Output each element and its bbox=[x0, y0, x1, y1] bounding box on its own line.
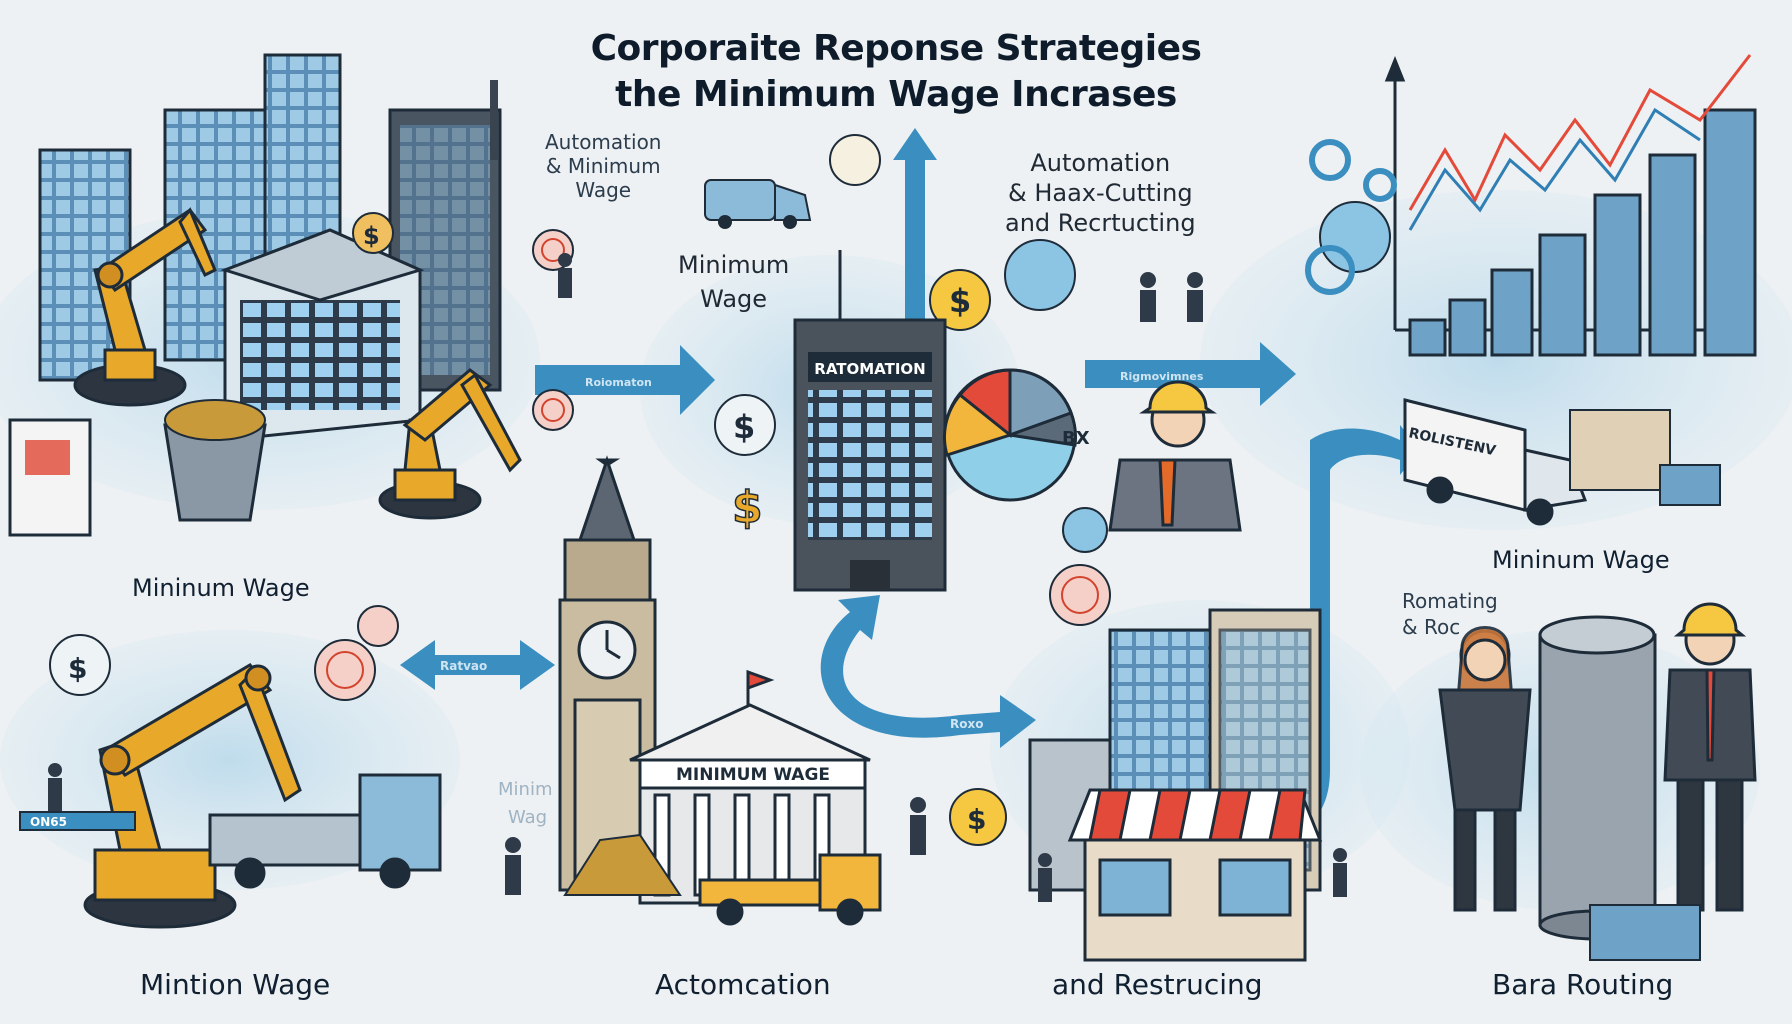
arrow-top-left-label: Roiomaton bbox=[585, 376, 652, 389]
city-buildings-top-left bbox=[38, 53, 502, 442]
arrow-mid-left-label: Ratvao bbox=[440, 659, 487, 673]
label-line: & Haax-Cutting bbox=[1007, 179, 1193, 207]
pie-label: BX bbox=[1062, 428, 1090, 449]
label-line: Wage bbox=[700, 285, 768, 313]
page-title-line2: the Minimum Wage Incrases bbox=[615, 74, 1177, 115]
footer-label-2: Actomcation bbox=[655, 968, 831, 1001]
cylinder-silo bbox=[1538, 615, 1657, 941]
dollar-icon-shop: $ bbox=[967, 803, 986, 836]
gear-icons bbox=[1305, 139, 1397, 295]
small-figures bbox=[48, 253, 1587, 902]
label-line: Romating bbox=[1402, 589, 1498, 613]
storefront bbox=[1067, 788, 1323, 962]
coin-basket bbox=[163, 399, 267, 522]
businessman-hardhat bbox=[1108, 380, 1242, 532]
page-title-line1: Corporaite Reponse Strategies bbox=[590, 28, 1202, 69]
dollar-icon-small: $ bbox=[363, 222, 380, 250]
label-minimum-wage-top: Minimum Wage bbox=[678, 248, 789, 316]
dollar-icon-yellow: $ bbox=[732, 482, 763, 533]
delivery-van-icon bbox=[704, 179, 812, 229]
label-line: Automation bbox=[1030, 149, 1171, 177]
robot-arm-top-left bbox=[73, 207, 217, 407]
label-minimum-wage-left: Mininum Wage bbox=[132, 574, 310, 602]
blue-truck-left bbox=[208, 773, 442, 889]
faded-text-line1: Minim bbox=[498, 779, 552, 800]
woman-worker bbox=[1438, 626, 1532, 912]
bank-sign: Minimum Wage bbox=[676, 765, 830, 785]
label-line: and Recrtucting bbox=[1005, 209, 1196, 237]
label-minimum-wage-right: Mininum Wage bbox=[1492, 546, 1670, 574]
arrow-mid-center-label: Roxo bbox=[950, 717, 983, 731]
parcel-box bbox=[1569, 409, 1721, 961]
pie-chart bbox=[943, 368, 1077, 502]
label-automation-minimum-wage: Automation & Minimum Wage bbox=[545, 130, 661, 202]
dollar-icon-gold: $ bbox=[949, 282, 971, 320]
arrow-top-right-label: Rigmovimnes bbox=[1120, 370, 1204, 383]
label-line: & Roc bbox=[1402, 615, 1461, 639]
footer-label-1: Mintion Wage bbox=[140, 968, 331, 1001]
document-stack bbox=[8, 418, 92, 537]
dollar-icon-grey: $ bbox=[733, 408, 755, 446]
man-hardhat-right bbox=[1663, 602, 1757, 912]
growth-bar-chart bbox=[1384, 54, 1757, 357]
footer-label-4: Bara Routing bbox=[1492, 968, 1674, 1001]
label-automation-cutting: Automation & Haax-Cutting and Recrtuctin… bbox=[1005, 148, 1196, 238]
footer-label-3: and Restrucing bbox=[1052, 968, 1263, 1001]
faded-text-line2: Wag bbox=[508, 807, 547, 828]
flow-arrows bbox=[400, 128, 1420, 840]
label-romating: Romating & Roc bbox=[1402, 588, 1498, 640]
keyboard-text: ON65 bbox=[30, 815, 67, 829]
label-line: Minimum bbox=[678, 251, 790, 279]
keyboard-panel bbox=[19, 811, 136, 831]
central-building-sign: Ratomation bbox=[814, 360, 925, 378]
central-building bbox=[793, 250, 947, 592]
label-line: Automation bbox=[545, 130, 662, 154]
handshake-figures bbox=[1140, 272, 1203, 322]
coin-pile bbox=[563, 833, 682, 896]
dollar-icon-left: $ bbox=[68, 652, 87, 685]
label-line: & Minimum bbox=[545, 154, 661, 178]
yellow-truck bbox=[698, 853, 882, 926]
delivery-truck-right bbox=[1403, 398, 1588, 526]
coin-badges bbox=[49, 134, 1391, 846]
robot-arm-middle-left bbox=[378, 368, 522, 520]
label-line: Wage bbox=[575, 178, 632, 202]
